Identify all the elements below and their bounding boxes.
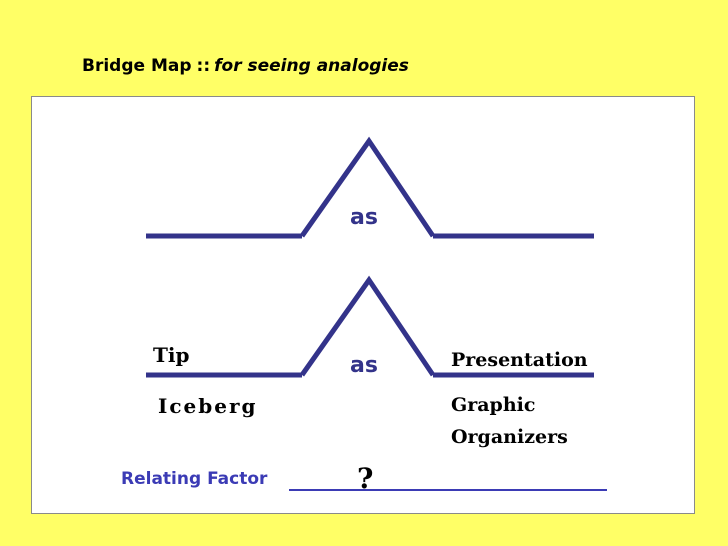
- diagram-title: Bridge Map::for seeing analogies: [82, 56, 409, 76]
- bridge-2-left-bottom-label: Iceberg: [158, 394, 258, 418]
- bridge-2-right-bottom-label-line1: Graphic: [451, 394, 536, 416]
- bridge-1-relating-word: as: [350, 205, 378, 230]
- bridge-2-right-bottom-label-line2: Organizers: [451, 426, 568, 448]
- title-subtitle: for seeing analogies: [214, 56, 409, 76]
- bridge-2-relating-word: as: [350, 353, 378, 378]
- bridge-2-left-top-label: Tip: [153, 343, 190, 367]
- bridge-2-arch: [299, 275, 436, 377]
- bridge-2-right-top-label: Presentation: [451, 349, 588, 371]
- title-main: Bridge Map: [82, 56, 192, 76]
- diagram-panel: [31, 96, 695, 514]
- relating-factor-label: Relating Factor: [121, 469, 268, 489]
- title-separator: ::: [196, 56, 211, 76]
- relating-factor-value: ?: [357, 462, 374, 495]
- bridge-1-arch: [299, 136, 436, 238]
